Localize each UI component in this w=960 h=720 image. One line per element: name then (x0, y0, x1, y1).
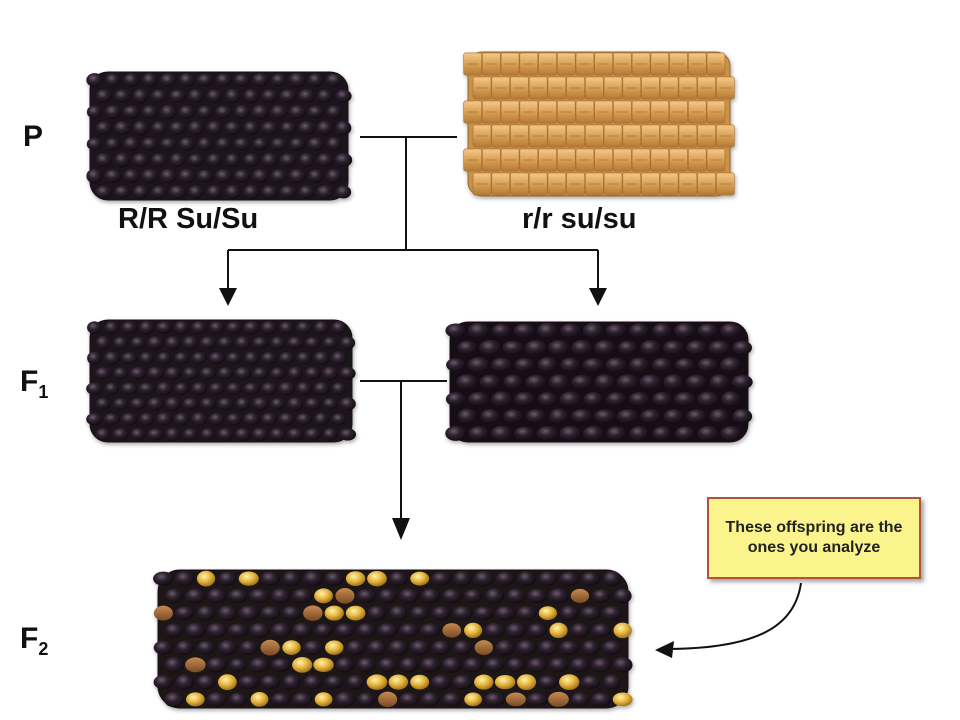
callout-text: These offspring are the ones you analyze (725, 519, 903, 556)
generation-label-f1: F1 (20, 365, 49, 402)
callout-box: These offspring are the ones you analyze (707, 497, 921, 579)
corn-ear-purple-wrinkled-icon (445, 321, 753, 443)
corn-ear-yellow-wrinkled-icon (463, 51, 735, 197)
arrow-down-icon (392, 518, 410, 540)
cross-lines (227, 136, 599, 522)
arrowheads (219, 288, 607, 540)
corn-ear-mixed-icon (153, 569, 633, 709)
genotype-parent-right: r/r su/su (522, 203, 637, 235)
arrow-down-icon (589, 288, 607, 306)
corn-ear-purple-icon (86, 319, 357, 443)
generation-label-p: P (23, 120, 44, 153)
arrow-left-icon (655, 641, 674, 658)
genotype-parent-left: R/R Su/Su (118, 203, 259, 235)
arrow-down-icon (219, 288, 237, 306)
generation-label-f2: F2 (20, 622, 49, 659)
corn-ear-purple-icon (86, 71, 353, 201)
callout-pointer-curve (669, 582, 802, 650)
